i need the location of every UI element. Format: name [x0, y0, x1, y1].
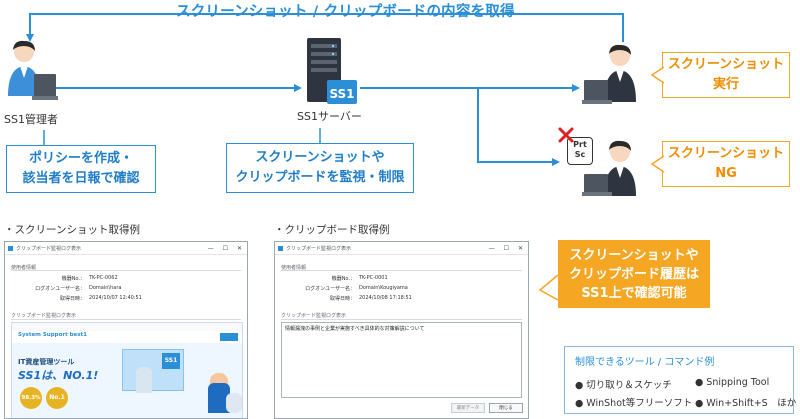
window-titlebar: クリップボード監視ログ表示 — ☐ ✕: [5, 242, 247, 255]
log-section: クリップボード監視ログ表示: [281, 313, 347, 319]
tool-item: ● WinShot等フリーソフト: [575, 398, 693, 409]
web-subtitle: IT資産管理ツール: [18, 358, 75, 366]
history-note-line3: SS1上で確認可能: [581, 286, 687, 301]
user-allowed-label: スクリーンショット 実行: [662, 52, 790, 98]
close-icon[interactable]: ✕: [236, 244, 242, 252]
history-note-line1: スクリーンショットや: [569, 248, 699, 263]
screenshot-log-window: クリップボード監視ログ表示 — ☐ ✕ 使用者情報 機器No.： TK-PC-0062…: [4, 241, 248, 419]
maximize-icon[interactable]: ☐: [222, 244, 228, 252]
server-to-ng-arrow: [477, 88, 560, 166]
window-titlebar: クリップボード監視ログ表示 — ☐ ✕: [275, 242, 528, 255]
window-title: クリップボード監視ログ表示: [286, 245, 352, 252]
row-value: TK-PC-0001: [359, 275, 388, 281]
close-button[interactable]: 閉じる: [489, 403, 523, 413]
user-info-section: 使用者情報: [281, 265, 307, 271]
clipboard-text-area[interactable]: 情報漏洩の事例と企業が実施すべき具体的な対策解説について: [281, 322, 522, 398]
print-screen-key-icon: Prt Sc: [567, 137, 593, 165]
window-title: クリップボード監視ログ表示: [16, 245, 82, 252]
return-arrow: [26, 13, 624, 42]
tool-item: ● 切り取り＆スケッチ: [575, 380, 672, 391]
admin-person-icon: [8, 40, 58, 100]
restricted-tools-box: 制限できるツール / コマンド例 ● 切り取り＆スケッチ ● Snipping …: [564, 346, 797, 414]
stat-badge-2: No.1: [46, 387, 68, 409]
row-value: TK-PC-0062: [89, 275, 118, 281]
history-note: スクリーンショットや クリップボード履歴は SS1上で確認可能: [558, 240, 710, 308]
row-value: Domain\Kougiyama: [359, 285, 408, 291]
row-key: ログオンユーザー名：: [305, 286, 355, 292]
web-headline: SS1は、NO.1!: [18, 369, 99, 382]
row-key: 機器No.：: [61, 276, 85, 282]
tool-item: ● Win+Shift+S ほか: [695, 398, 797, 409]
server-note: スクリーンショットや クリップボードを監視・制限: [226, 143, 414, 193]
refresh-button[interactable]: 最新データ: [451, 403, 485, 413]
server-badge: SS1: [329, 87, 355, 101]
row-key: 機器No.：: [331, 276, 355, 282]
close-icon[interactable]: ✕: [517, 244, 523, 252]
clipboard-example-caption: ・クリップボード取得例: [274, 224, 390, 236]
row-value: Domain\hara: [89, 285, 122, 291]
tool-item: ● Snipping Tool: [695, 377, 770, 388]
admin-note-line2: 該当者を日報で確認: [22, 171, 140, 186]
minimize-icon[interactable]: —: [488, 244, 495, 252]
admin-note: ポリシーを作成・ 該当者を日報で確認: [6, 145, 156, 193]
blocked-x-icon: [558, 127, 574, 143]
clipboard-log-window: クリップボード監視ログ表示 — ☐ ✕ 使用者情報 機器No.： TK-PC-0001…: [274, 241, 529, 419]
log-section: クリップボード監視ログ表示: [11, 313, 77, 319]
user-blocked-label: スクリーンショット NG: [662, 141, 790, 187]
server-note-line2: クリップボードを監視・制限: [235, 170, 405, 185]
row-value: 2024/10/08 17:18:51: [359, 295, 412, 301]
server-note-line1: スクリーンショットや: [255, 150, 385, 165]
user-allowed-pointer: [651, 66, 664, 84]
minimize-icon[interactable]: —: [207, 244, 214, 252]
user-blocked-line1: スクリーンショット: [667, 146, 785, 161]
maximize-icon[interactable]: ☐: [503, 244, 509, 252]
user-allowed-line1: スクリーンショット: [667, 57, 785, 72]
key-line1: Prt: [573, 140, 587, 149]
key-line2: Sc: [574, 150, 586, 159]
ng-user-person-icon: [582, 140, 636, 196]
admin-label: SS1管理者: [4, 113, 58, 126]
app-icon: [278, 245, 283, 251]
row-key: ログオンユーザー名：: [35, 286, 85, 292]
web-logo: System Support best1: [18, 332, 88, 338]
user-person-icon: [582, 44, 636, 104]
web-ss1-badge: SS1: [162, 353, 180, 369]
captured-webpage: System Support best1 IT資産管理ツール SS1は、NO.1…: [11, 322, 243, 418]
server-note-pointer: [319, 128, 321, 144]
row-key: 取得日時：: [329, 296, 355, 302]
user-info-section: 使用者情報: [11, 265, 37, 271]
user-allowed-line2: 実行: [712, 77, 739, 92]
history-note-line2: クリップボード履歴は: [568, 267, 699, 282]
flow-title: スクリーンショット / クリップボードの内容を取得: [176, 4, 515, 20]
screenshot-example-caption: ・スクリーンショット取得例: [4, 224, 140, 236]
row-key: 取得日時：: [59, 296, 85, 302]
user-blocked-pointer: [651, 155, 664, 173]
server-label: SS1サーバー: [297, 110, 362, 123]
row-value: 2024/10/07 12:40:51: [89, 295, 142, 301]
server-icon: [307, 38, 357, 104]
admin-note-line1: ポリシーを作成・: [28, 151, 133, 166]
app-icon: [8, 245, 13, 251]
restricted-tools-title: 制限できるツール / コマンド例: [575, 357, 715, 368]
stat-badge-1: 98.3%: [20, 387, 42, 409]
clipboard-text: 情報漏洩の事例と企業が実施すべき具体的な対策解説について: [285, 326, 425, 332]
user-blocked-line2: NG: [715, 166, 737, 181]
